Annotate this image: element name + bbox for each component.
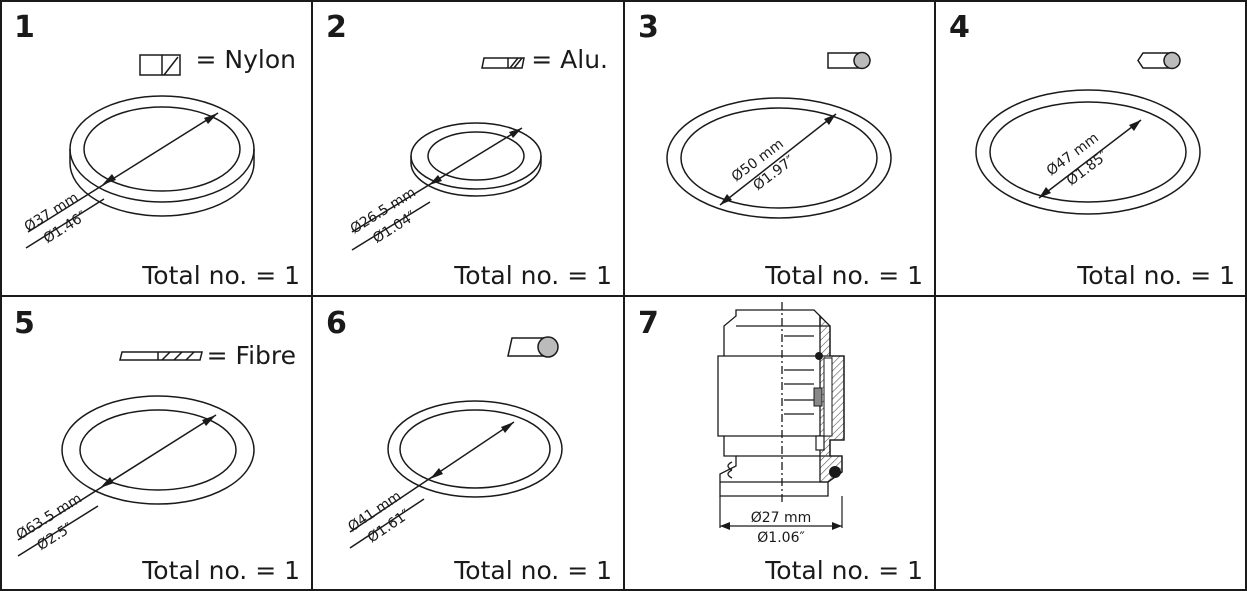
cell-5: 5 = Fibre Ø63.5 mm Ø2.5″ Total (0, 296, 312, 591)
profile-symbol-icon (119, 351, 203, 361)
total-count: Total no. = 1 (765, 261, 923, 290)
cell-1: 1 = Nylon Ø37 mm Ø1.46″ Total no. = 1 (0, 0, 312, 296)
fibre-ring-drawing: Ø63.5 mm Ø2.5″ (14, 351, 255, 557)
item-number: 7 (638, 306, 659, 341)
cell-4: 4 Ø47 mm Ø1.85″ Total no. = 1 (935, 0, 1247, 296)
material-label: = Nylon (195, 45, 296, 74)
cell-8-empty (935, 296, 1247, 591)
total-count: Total no. = 1 (765, 556, 923, 585)
cell-7: 7 (624, 296, 935, 591)
material-label: = Fibre (206, 341, 296, 370)
item-number: 6 (326, 306, 347, 341)
round-profile-icon (507, 336, 559, 358)
total-count: Total no. = 1 (454, 261, 612, 290)
fitting-cross-section-drawing: Ø27 mm Ø1.06″ (717, 302, 845, 546)
oring-drawing: Ø41 mm Ø1.61″ (345, 336, 563, 549)
item-number: 1 (14, 10, 35, 45)
cell-6: 6 Ø41 mm Ø1.61″ Total no. = 1 (312, 296, 624, 591)
item-number: 5 (14, 306, 35, 341)
cell-3: 3 Ø50 mm Ø1.97″ Total no. = 1 (624, 0, 935, 296)
item-number: 2 (326, 10, 347, 45)
total-count: Total no. = 1 (142, 556, 300, 585)
alu-ring-drawing: Ø26.5 mm Ø1.04″ (348, 57, 542, 251)
total-count: Total no. = 1 (454, 556, 612, 585)
material-label: = Alu. (531, 45, 608, 74)
dimension-mm: Ø27 mm (751, 510, 812, 526)
oring-drawing: Ø50 mm Ø1.97″ (666, 51, 892, 219)
oring-drawing: Ø47 mm Ø1.85″ (975, 51, 1201, 215)
round-profile-icon (827, 51, 871, 70)
total-count: Total no. = 1 (1077, 261, 1235, 290)
dimension-inch: Ø1.06″ (757, 530, 804, 546)
profile-symbol-icon (481, 57, 525, 69)
profile-symbol-icon (139, 54, 181, 76)
cell-2: 2 = Alu. Ø26.5 mm Ø1.04″ Total (312, 0, 624, 296)
item-number: 3 (638, 10, 659, 45)
round-profile-icon (1137, 51, 1181, 70)
item-number: 4 (949, 10, 970, 45)
nylon-ring-drawing: Ø37 mm Ø1.46″ (22, 54, 255, 249)
total-count: Total no. = 1 (142, 261, 300, 290)
